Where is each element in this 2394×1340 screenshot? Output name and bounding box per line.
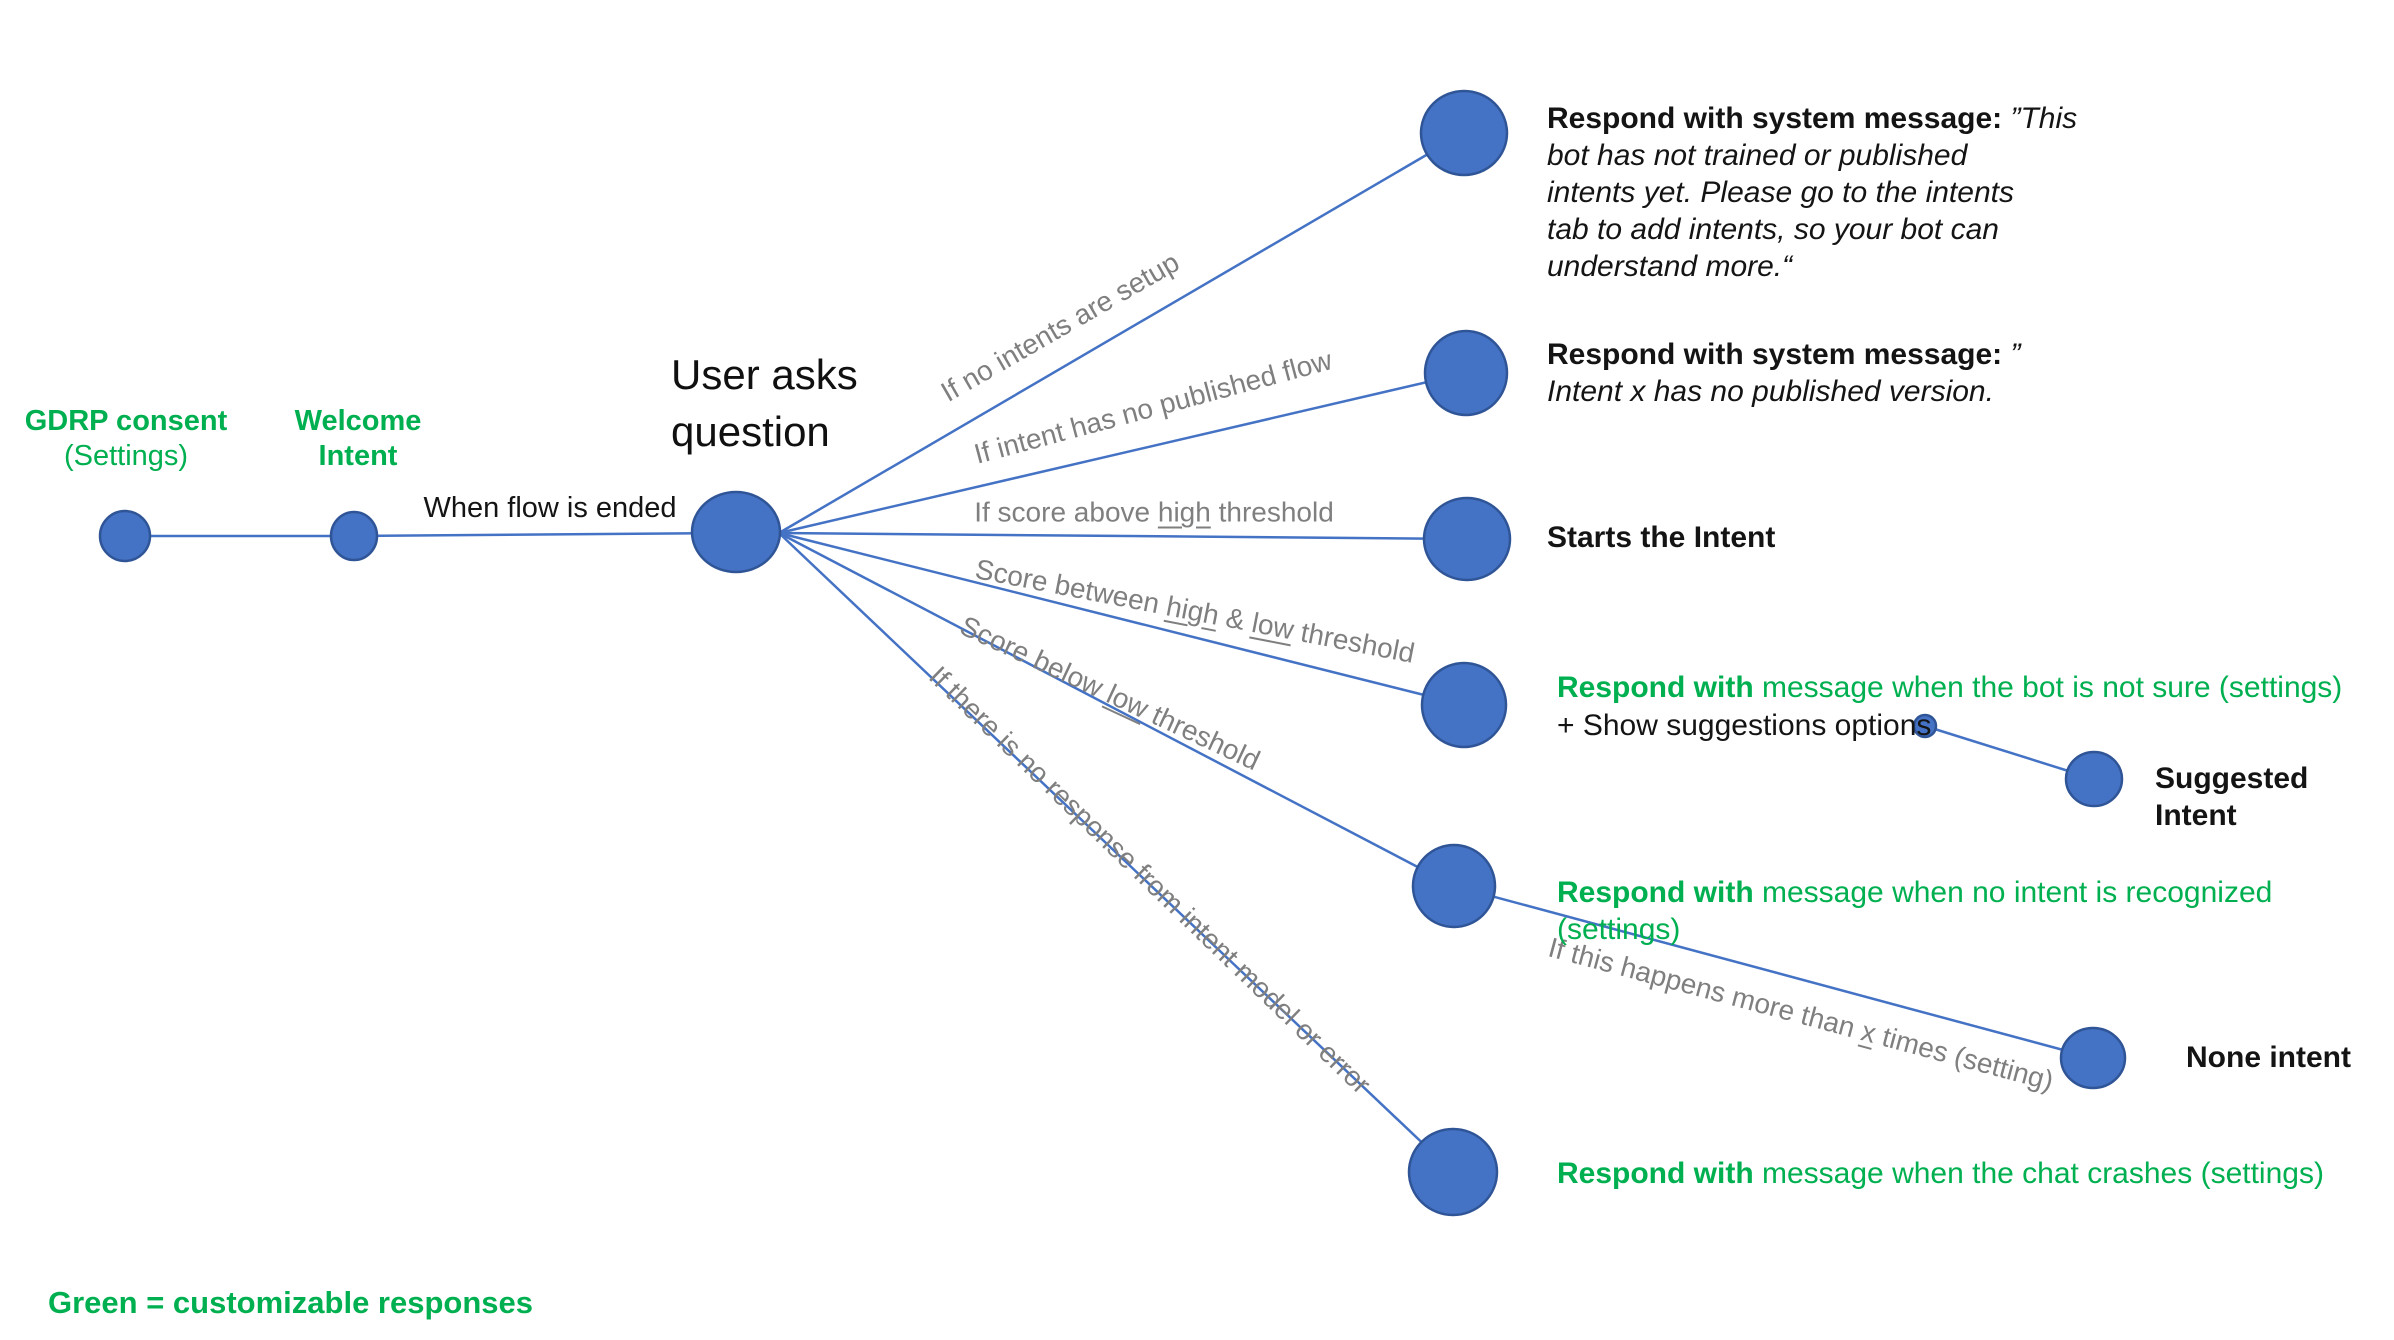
- connector-welcome-to-user-question: [353, 531, 737, 538]
- gdrp-consent-label: GDRP consent (Settings): [25, 404, 228, 474]
- text-segment: + Show suggestions options: [1557, 709, 1932, 742]
- welcome-intent-label: Welcome Intent: [295, 404, 422, 474]
- connector-no-intents: [778, 131, 1465, 535]
- text-segment: None intent: [2186, 1041, 2351, 1074]
- node-no-published-flow-response[interactable]: [1423, 329, 1509, 417]
- text-segment: (Settings): [63, 440, 189, 472]
- node-gdrp-consent[interactable]: [98, 509, 152, 563]
- edge-label-above-high-threshold: If score above high threshold: [974, 495, 1334, 530]
- node-suggestions-bullet[interactable]: [1912, 713, 1938, 739]
- text-segment: If score above: [974, 496, 1158, 528]
- text-segment: message when the chat crashes (settings): [1762, 1157, 2324, 1190]
- text-segment: low: [1249, 606, 1297, 646]
- connector-no-response-error: [778, 532, 1454, 1173]
- text-segment: Respond with system message:: [1547, 338, 2011, 371]
- response-chat-crashes: Respond with message when the chat crash…: [1557, 1155, 2324, 1192]
- node-none-intent[interactable]: [2059, 1026, 2127, 1090]
- none-intent-label: None intent: [2186, 1039, 2351, 1076]
- text-segment: GDRP consent: [24, 405, 228, 437]
- connector-between-high-low: [778, 531, 1465, 707]
- text-segment: ”This bot has not trained or published i…: [1547, 102, 2078, 283]
- suggested-intent-label: Suggested Intent: [2155, 760, 2394, 834]
- node-no-intents-response[interactable]: [1419, 89, 1509, 177]
- response-starts-the-intent: Starts the Intent: [1547, 519, 1775, 556]
- response-bot-not-sure: Respond with message when the bot is not…: [1557, 669, 2342, 745]
- node-bot-not-sure-response[interactable]: [1420, 661, 1508, 749]
- legend-green-customizable: Green = customizable responses: [48, 1285, 533, 1320]
- text-segment: Respond with system message:: [1547, 102, 2011, 135]
- response-no-intent-recognized: Respond with message when no intent is r…: [1557, 874, 2394, 948]
- text-segment: Respond with: [1557, 876, 1762, 909]
- node-welcome-intent[interactable]: [329, 510, 379, 562]
- response-system-message-no-intents: Respond with system message: ”This bot h…: [1547, 100, 2077, 285]
- node-starts-intent[interactable]: [1422, 496, 1512, 582]
- text-segment: high: [1157, 496, 1211, 528]
- connector-no-published-flow: [778, 371, 1467, 535]
- text-segment: message when the bot is not sure (settin…: [1762, 671, 2343, 704]
- node-chat-crash-response[interactable]: [1407, 1127, 1499, 1217]
- text-segment: message when no intent is recognized (se…: [1557, 876, 2281, 946]
- node-suggested-intent[interactable]: [2064, 750, 2124, 808]
- connector-above-high: [778, 531, 1468, 541]
- text-segment: Suggested Intent: [2155, 762, 2317, 832]
- text-segment: threshold: [1210, 496, 1334, 528]
- node-user-asks-question[interactable]: [690, 490, 782, 574]
- response-system-message-no-published-version: Respond with system message: ” Intent x …: [1547, 336, 2020, 410]
- connector-to-suggested-intent: [1924, 724, 2095, 781]
- connector-below-low: [778, 531, 1455, 888]
- node-no-intent-recognized-response[interactable]: [1411, 843, 1497, 929]
- text-segment: ” Intent x has no published version.: [1547, 338, 2021, 408]
- user-asks-question-title: User asks question: [671, 351, 858, 455]
- when-flow-ended-label: When flow is ended: [423, 491, 677, 524]
- text-segment: Respond with: [1557, 671, 1762, 704]
- text-segment: Starts the Intent: [1547, 521, 1776, 554]
- text-segment: Respond with: [1557, 1157, 1762, 1190]
- text-segment: Welcome Intent: [294, 405, 422, 472]
- connector-to-none-intent: [1453, 884, 2094, 1060]
